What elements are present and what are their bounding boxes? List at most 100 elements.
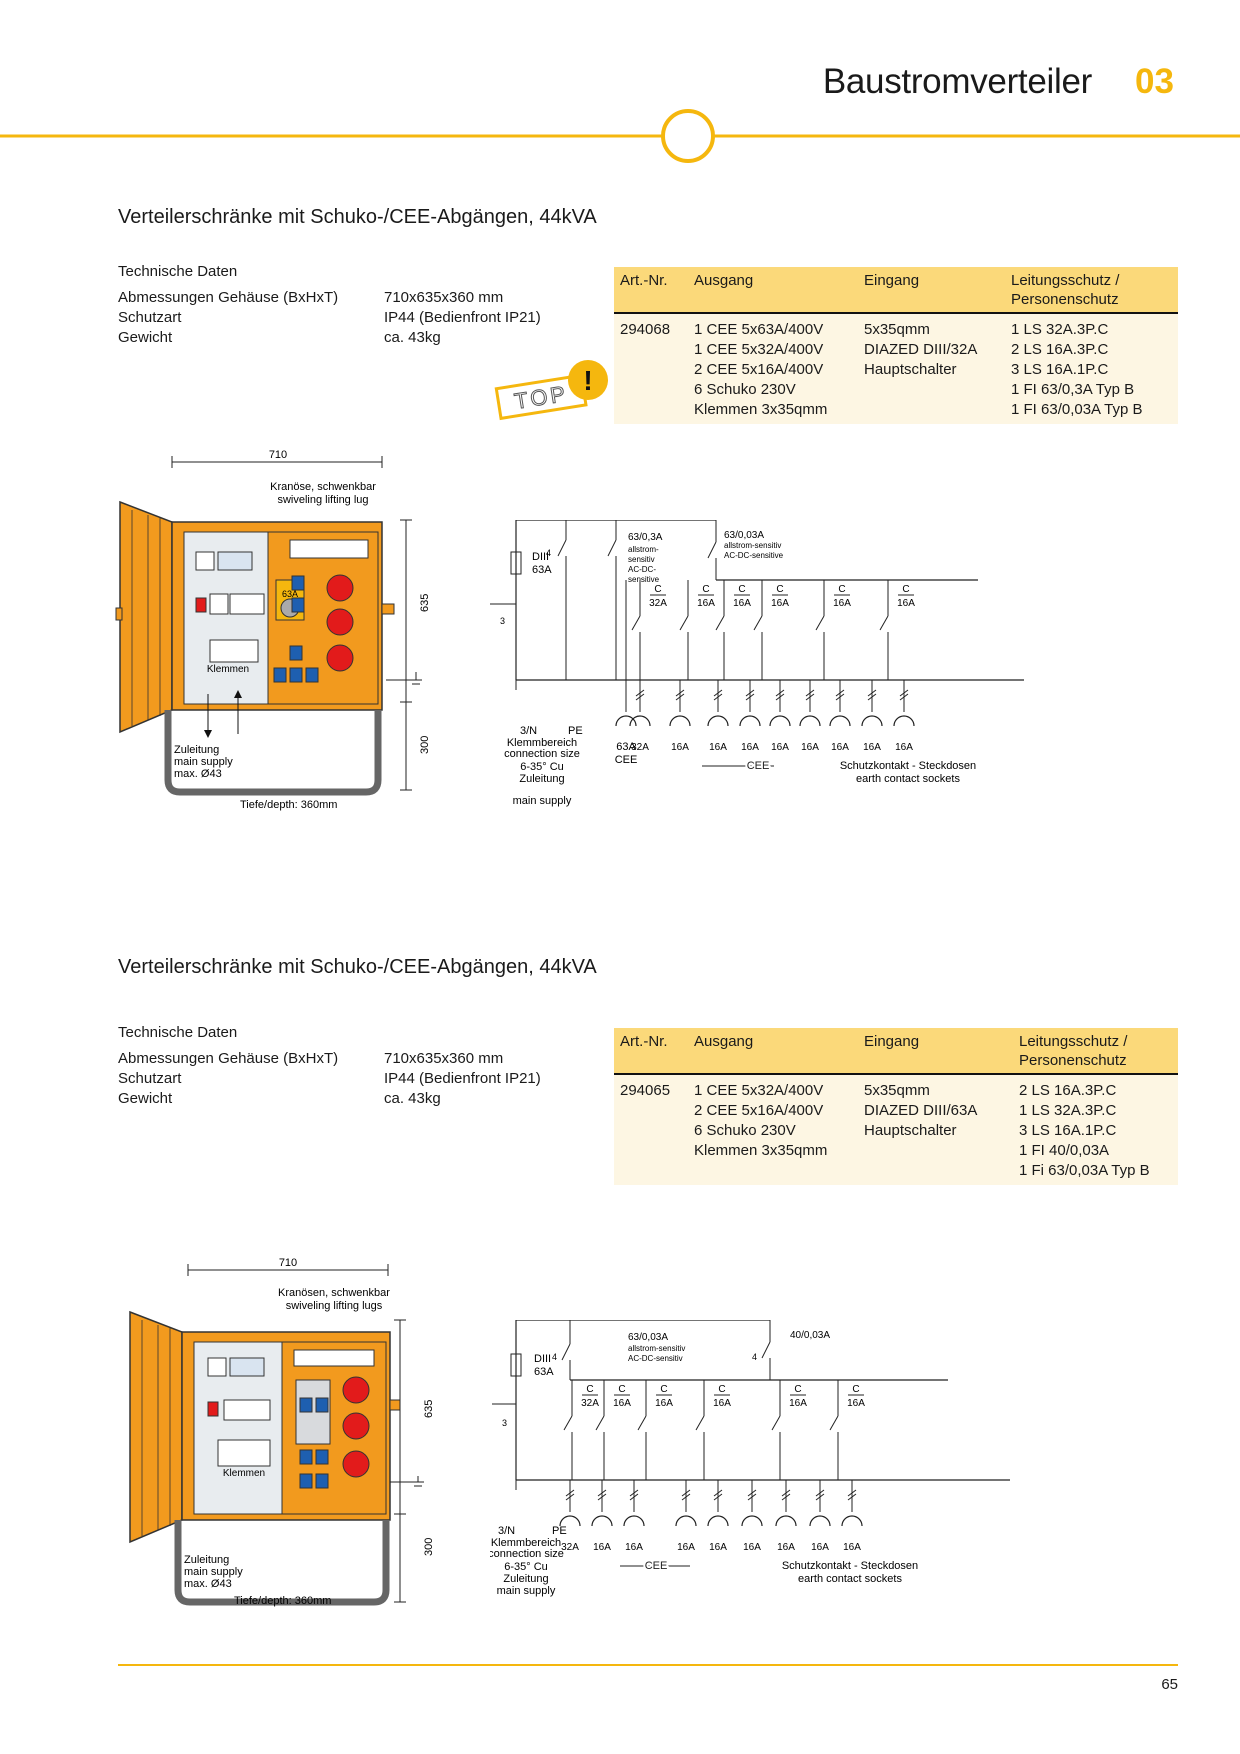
schuko-sockets	[273, 575, 319, 683]
outlet: 16A	[893, 680, 915, 753]
spec-label: Abmessungen Gehäuse (BxHxT)	[118, 289, 339, 306]
breaker-type: C	[852, 1384, 859, 1395]
dim-leg: 300	[419, 736, 431, 754]
breaker-rating: 16A	[847, 1398, 865, 1409]
supply-label-en: main supply	[174, 756, 233, 768]
outlet: 16A	[741, 1480, 763, 1553]
dim-width: 710	[279, 1257, 297, 1269]
schuko-label: Schutzkontakt - Steckdosen	[782, 1560, 918, 1572]
table-row: 294065 1 CEE 5x32A/400V 2 CEE 5x16A/400V…	[614, 1074, 1178, 1185]
main-outlet-rating: 63A	[616, 741, 636, 753]
outlet-rating: 16A	[811, 1542, 829, 1553]
spec-value: IP44 (Bedienfront IP21)	[384, 1070, 541, 1087]
outlet-rating: 16A	[895, 742, 913, 753]
svg-text:3: 3	[500, 616, 505, 626]
outlet-rating: 16A	[677, 1542, 695, 1553]
rcd1-note: allstrom-sensitiv	[628, 1344, 685, 1353]
outlet-rating: 32A	[561, 1542, 579, 1553]
col-art: Art.-Nr.	[614, 1028, 688, 1075]
fuse-label: 63A	[282, 589, 298, 599]
spec-value: IP44 (Bedienfront IP21)	[384, 309, 541, 326]
dim-leg: 300	[423, 1538, 435, 1556]
rcd1-rating: 63/0,3A	[628, 532, 663, 543]
cell-art: 294068	[620, 321, 671, 338]
svg-text:3: 3	[502, 1418, 507, 1428]
spec-value: ca. 43kg	[384, 1090, 441, 1107]
breaker-rating: 16A	[833, 598, 851, 609]
outlet: 16A	[769, 680, 791, 753]
depth-label: Tiefe/depth: 360mm	[234, 1595, 331, 1607]
cabinet-door	[129, 1310, 183, 1544]
cell-ausgang: 1 CEE 5x63A/400V 1 CEE 5x32A/400V 2 CEE …	[694, 321, 828, 418]
svg-text:4: 4	[552, 1352, 557, 1362]
pe-label: PE	[552, 1525, 567, 1537]
spec-row: Schutzart IP44 (Bedienfront IP21)	[118, 1070, 558, 1090]
outlet: 16A	[739, 680, 761, 753]
spec-label: Abmessungen Gehäuse (BxHxT)	[118, 1050, 339, 1067]
col-schutz: Leitungsschutz / Personenschutz	[1013, 1028, 1178, 1075]
lug-label-en: swiveling lifting lug	[277, 494, 368, 506]
cabinet-drawing-1: 710 Kranöse, schwenkbar swiveling liftin…	[115, 449, 431, 811]
supply-diameter: max. Ø43	[174, 768, 222, 780]
fuse-rating: 63A	[532, 564, 552, 576]
svg-text:!: !	[583, 365, 592, 396]
breaker-type: C	[838, 584, 845, 595]
lug-label: Kranösen, schwenkbar	[278, 1287, 390, 1299]
spec-label: Schutzart	[118, 309, 182, 326]
product-table-2: Art.-Nr. Ausgang Eingang Leitungsschutz …	[614, 1028, 1178, 1185]
outlet: 16A	[623, 1480, 645, 1553]
outlet-rating: 16A	[777, 1542, 795, 1553]
top-badge: TOP !	[494, 360, 608, 421]
rcd1-note: sensitive	[628, 575, 660, 584]
klemmen-label: Klemmen	[207, 664, 249, 675]
svg-text:4: 4	[546, 548, 551, 558]
rcd1-note: AC-DC-	[628, 565, 656, 574]
breaker-rating: 16A	[655, 1398, 673, 1409]
breaker-type: C	[794, 1384, 801, 1395]
col-ausgang: Ausgang	[688, 1028, 858, 1075]
schuko-label-en: earth contact sockets	[856, 773, 960, 785]
outlet: 16A	[809, 1480, 831, 1553]
terminal-note: connection size	[504, 748, 580, 760]
fuse-type: DIII	[534, 1353, 551, 1365]
dim-height: 635	[423, 1400, 435, 1418]
outlet: 16A	[829, 680, 851, 753]
supply-diameter: max. Ø43	[184, 1578, 232, 1590]
schuko-label-en: earth contact sockets	[798, 1573, 902, 1585]
schematic-1: DIII 63A 3 4 63/0,3A allstrom- sensitiv …	[490, 520, 1024, 807]
spec-label: Gewicht	[118, 1090, 173, 1107]
outlet: 16A	[861, 680, 883, 753]
section-1-tech-title: Technische Daten	[118, 263, 238, 280]
terminal-label: 3/N	[498, 1525, 515, 1537]
klemmen-label: Klemmen	[223, 1468, 265, 1479]
outlet: 16A	[707, 1480, 729, 1553]
outlet: 32A	[629, 680, 651, 753]
header-rule	[0, 109, 1240, 163]
outlet: 16A	[707, 680, 729, 753]
spec-row: Gewicht ca. 43kg	[118, 1090, 558, 1110]
col-ausgang: Ausgang	[688, 267, 858, 314]
lug-label: Kranöse, schwenkbar	[270, 481, 376, 493]
schuko-label: Schutzkontakt - Steckdosen	[840, 760, 976, 772]
exclamation-icon	[568, 360, 608, 400]
cell-schutz: 1 LS 32A.3P.C 2 LS 16A.3P.C 3 LS 16A.1P.…	[1011, 321, 1143, 418]
chapter-number: 03	[1135, 62, 1174, 101]
spec-value: 710x635x360 mm	[384, 1050, 504, 1067]
terminal-note: Zuleitung	[519, 773, 564, 785]
spec-value: 710x635x360 mm	[384, 289, 504, 306]
outlet-rating: 16A	[625, 1542, 643, 1553]
spec-row: Abmessungen Gehäuse (BxHxT) 710x635x360 …	[118, 1050, 558, 1070]
fuse-rating: 63A	[534, 1366, 554, 1378]
lug-label-en: swiveling lifting lugs	[286, 1300, 383, 1312]
fuse-type: DIII	[532, 551, 549, 563]
schematic-2: DIII 63A 3 4 63/0,03A allstrom-sensitiv …	[490, 1320, 1010, 1597]
pe-label: PE	[568, 725, 583, 737]
cee-sockets	[342, 1376, 370, 1478]
breaker-type: C	[902, 584, 909, 595]
rcd1-note: allstrom-	[628, 545, 659, 554]
col-art: Art.-Nr.	[614, 267, 688, 314]
outlet-rating: 16A	[743, 1542, 761, 1553]
